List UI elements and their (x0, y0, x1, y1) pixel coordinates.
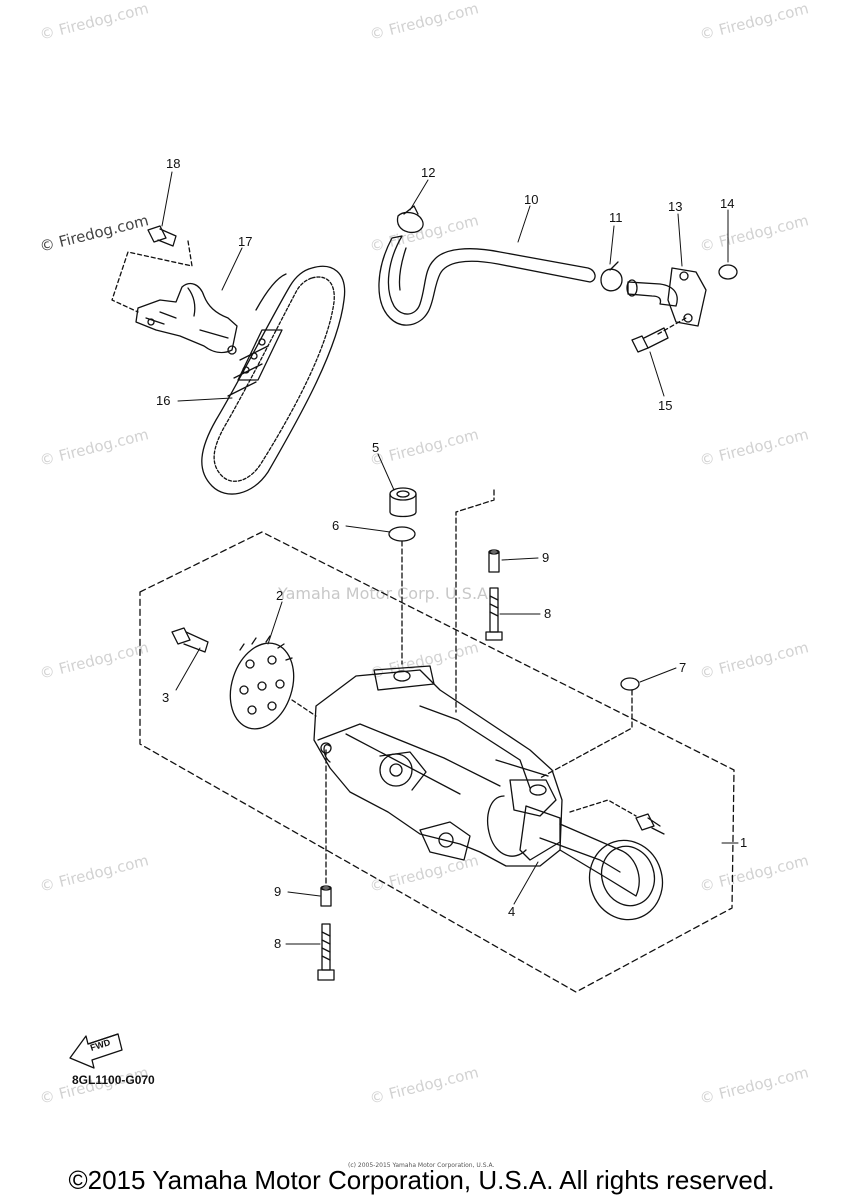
bolt-8-lower-shape (317, 923, 335, 981)
callout-8-upper: 8 (544, 606, 552, 621)
callout-4: 4 (508, 904, 516, 919)
callout-3: 3 (162, 690, 170, 705)
callout-11: 11 (609, 210, 623, 225)
callout-12: 12 (421, 165, 436, 180)
callout-9-upper: 9 (542, 550, 550, 565)
callout-15: 15 (658, 398, 673, 413)
pump-gear-2-shape (229, 635, 295, 730)
callout-2: 2 (276, 588, 284, 603)
bolt-18-shape (147, 225, 177, 247)
bolt-15-shape (631, 327, 669, 353)
callout-10: 10 (524, 192, 539, 207)
guide-18-17 (111, 240, 193, 313)
chain-tensioner-plate (237, 329, 283, 381)
bolt-8-upper-shape (485, 587, 503, 641)
callout-16: 16 (156, 393, 171, 408)
o-ring-6-shape (388, 526, 416, 542)
guide-upper-bolt (455, 489, 495, 713)
fwd-arrow-icon (69, 1033, 123, 1069)
o-ring-7-shape (620, 677, 640, 691)
diagram-code: 8GL1100-G070 (72, 1073, 155, 1087)
guide-strainer-bolt (569, 799, 637, 817)
callout-8-lower: 8 (274, 936, 282, 951)
leader-lines (161, 171, 739, 945)
hose-clamp-11-shape (600, 261, 623, 292)
callout-7: 7 (679, 660, 687, 675)
tiny-notice: (c) 2005-2015 Yamaha Motor Corporation, … (348, 1162, 495, 1169)
collar-5-shape (389, 487, 417, 518)
strainer-bolt-shape (635, 813, 665, 835)
dowel-9-upper-shape (488, 549, 500, 573)
bolt-3-shape (171, 627, 209, 653)
oil-hose-10-shape (378, 235, 596, 326)
guide-2-pump (291, 699, 317, 717)
cam-chain-16-shape (201, 265, 346, 495)
assembly-box-1 (139, 531, 735, 993)
guide-7-pump (539, 689, 633, 779)
hose-clamp-12-shape (396, 205, 424, 234)
o-ring-14-shape (718, 264, 738, 280)
oil-pump-body-shape (313, 665, 563, 867)
callout-9-lower: 9 (274, 884, 282, 899)
callout-14: 14 (720, 196, 735, 211)
chain-guide-17-shape (135, 282, 238, 355)
callout-18: 18 (166, 156, 181, 171)
callout-17: 17 (238, 234, 253, 249)
guide-15-13 (657, 317, 687, 335)
callout-6: 6 (332, 518, 340, 533)
callout-5: 5 (372, 440, 380, 455)
oil-strainer-4-shape (519, 805, 664, 921)
oil-pipe-13-shape (626, 267, 707, 327)
callout-1: 1 (740, 835, 748, 850)
copyright-footer: ©2015 Yamaha Motor Corporation, U.S.A. A… (68, 1165, 775, 1195)
callout-13: 13 (668, 199, 683, 214)
dowel-9-lower-shape (320, 885, 332, 907)
